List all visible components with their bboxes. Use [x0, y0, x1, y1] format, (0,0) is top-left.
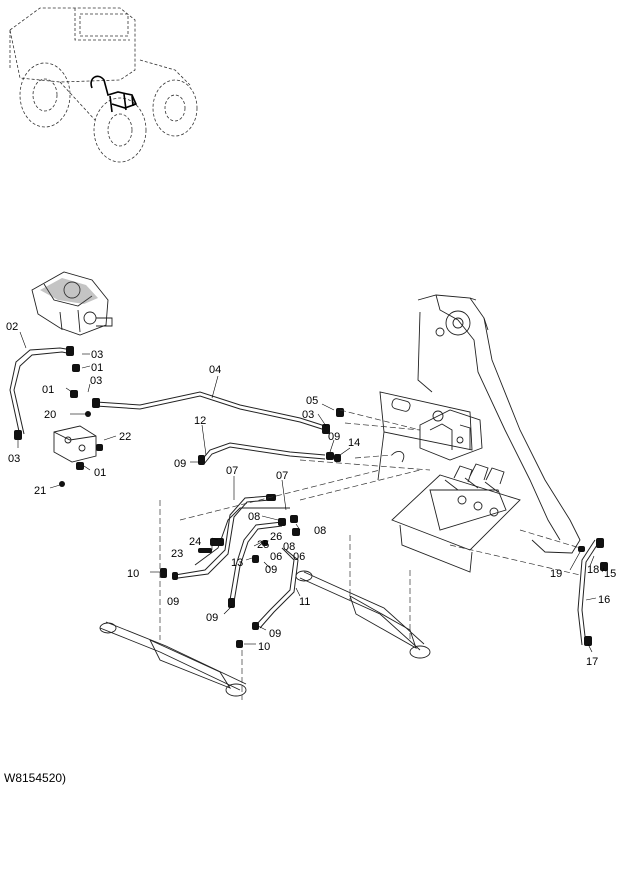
label-20: 20	[44, 409, 56, 421]
hoses	[9, 347, 600, 646]
label-26: 26	[270, 531, 282, 543]
boom-frame	[377, 294, 581, 554]
label-09: 09	[265, 564, 277, 576]
label-08: 08	[314, 525, 326, 537]
label-01: 01	[91, 362, 103, 374]
label-03: 03	[8, 453, 20, 465]
hydraulic-pump	[31, 271, 113, 336]
label-01: 01	[94, 467, 106, 479]
label-10: 10	[127, 568, 139, 580]
drawing-code: W8154520)	[4, 771, 67, 785]
label-06: 06	[270, 551, 282, 563]
label-12: 12	[194, 415, 206, 427]
label-16: 16	[598, 594, 610, 606]
label-15: 15	[604, 568, 616, 580]
label-10: 10	[258, 641, 270, 653]
label-13: 13	[231, 557, 243, 569]
label-25: 25	[257, 539, 269, 551]
label-09: 09	[269, 628, 281, 640]
label-09: 09	[206, 612, 218, 624]
label-03: 03	[302, 409, 314, 421]
lift-cylinders	[99, 570, 431, 697]
label-19: 19	[550, 568, 562, 580]
control-valve-upper	[391, 409, 483, 463]
label-09: 09	[174, 458, 186, 470]
pump-shading	[40, 278, 98, 304]
control-valve-bank	[391, 463, 521, 573]
label-11: 11	[299, 596, 310, 608]
label-09: 09	[328, 431, 340, 443]
label-03: 03	[90, 375, 102, 387]
label-18: 18	[587, 564, 599, 576]
label-08: 08	[248, 511, 260, 523]
label-14: 14	[348, 437, 360, 449]
fittings	[14, 346, 608, 648]
reference-lines	[159, 409, 581, 700]
relief-valve-block	[53, 425, 97, 463]
label-01: 01	[42, 384, 54, 396]
label-22: 22	[119, 431, 131, 443]
label-21: 21	[34, 485, 46, 497]
label-leaders	[17, 331, 605, 653]
label-04: 04	[209, 364, 221, 376]
label-07: 07	[276, 470, 288, 482]
label-08: 08	[283, 541, 295, 553]
label-23: 23	[171, 548, 183, 560]
loader-thumbnail	[9, 7, 198, 163]
label-07: 07	[226, 465, 238, 477]
label-09: 09	[167, 596, 179, 608]
label-24: 24	[189, 536, 201, 548]
part-labels: 02 03 01 03 01 20 22 03 01 21 04 05 03 1…	[6, 321, 616, 668]
label-02: 02	[6, 321, 18, 333]
label-06: 06	[293, 551, 305, 563]
label-17: 17	[586, 656, 598, 668]
label-03: 03	[91, 349, 103, 361]
label-05: 05	[306, 395, 318, 407]
thumbnail-hose-highlight	[90, 75, 138, 113]
